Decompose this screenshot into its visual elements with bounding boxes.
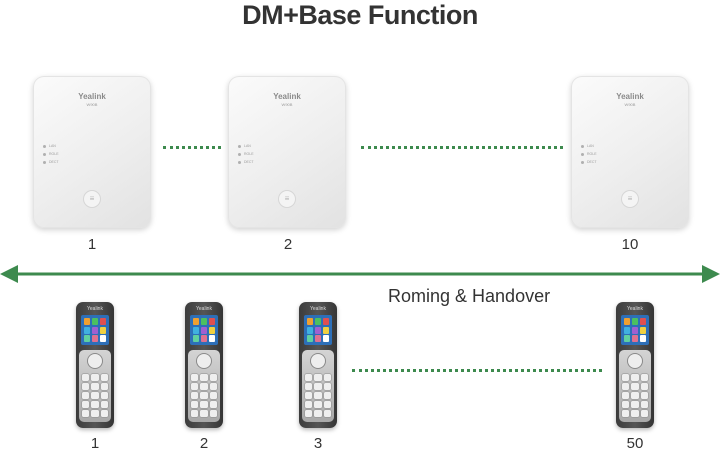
handset-keypad: [302, 350, 334, 422]
led-role: ROLE: [581, 150, 597, 158]
led-dot-icon: [43, 152, 46, 156]
nav-key-icon: [197, 354, 211, 368]
handset-label: 1: [90, 435, 100, 452]
handset-label: 3: [313, 435, 323, 452]
led-dot-icon: [581, 160, 584, 164]
handset-keypad: [79, 350, 111, 422]
handset-brand: Yealink: [310, 306, 326, 312]
led-dot-icon: [238, 160, 241, 164]
base-station-2: Yealink W90B LAN ROLE DECT ≡: [228, 76, 346, 228]
led-dot-icon: [238, 144, 241, 148]
handset-screen: [621, 315, 649, 345]
handset-brand: Yealink: [627, 306, 643, 312]
base-connector-dots: [163, 146, 221, 149]
led-dect: DECT: [238, 158, 254, 166]
menu-button-icon: ≡: [622, 191, 638, 207]
led-lan: LAN: [238, 142, 254, 150]
led-dot-icon: [238, 152, 241, 156]
base-brand: Yealink: [273, 92, 301, 101]
handset-screen: [81, 315, 109, 345]
double-headed-arrow-icon: [0, 265, 720, 283]
led-lan: LAN: [581, 142, 597, 150]
menu-button-icon: ≡: [279, 191, 295, 207]
led-role: ROLE: [238, 150, 254, 158]
base-model: W90B: [281, 102, 293, 107]
base-label: 2: [283, 236, 293, 253]
base-station-10: Yealink W90B LAN ROLE DECT ≡: [571, 76, 689, 228]
handset-brand: Yealink: [87, 306, 103, 312]
handset-keypad: [188, 350, 220, 422]
handset-screen: [304, 315, 332, 345]
page-title: DM+Base Function: [242, 0, 478, 30]
roaming-handover-caption: Roming & Handover: [388, 286, 551, 306]
led-dect: DECT: [43, 158, 59, 166]
base-connector-dots: [361, 146, 563, 149]
led-dot-icon: [581, 144, 584, 148]
handset-brand: Yealink: [196, 306, 212, 312]
base-label: 1: [87, 236, 97, 253]
handset-screen: [190, 315, 218, 345]
led-dot-icon: [581, 152, 584, 156]
handset-connector-dots: [352, 369, 602, 372]
base-station-1: Yealink W90B LAN ROLE DECT ≡: [33, 76, 151, 228]
handset-label: 50: [626, 435, 644, 452]
base-model: W90B: [624, 102, 636, 107]
led-role: ROLE: [43, 150, 59, 158]
handset-50: Yealink: [616, 302, 654, 428]
handset-2: Yealink: [185, 302, 223, 428]
menu-button-icon: ≡: [84, 191, 100, 207]
handset-keypad: [619, 350, 651, 422]
handset-label: 2: [199, 435, 209, 452]
nav-key-icon: [628, 354, 642, 368]
nav-key-icon: [88, 354, 102, 368]
base-label: 10: [621, 236, 639, 253]
base-brand: Yealink: [78, 92, 106, 101]
led-lan: LAN: [43, 142, 59, 150]
base-led-panel: LAN ROLE DECT: [581, 142, 597, 166]
nav-key-icon: [311, 354, 325, 368]
led-dot-icon: [43, 160, 46, 164]
handset-1: Yealink: [76, 302, 114, 428]
handset-3: Yealink: [299, 302, 337, 428]
base-model: W90B: [86, 102, 98, 107]
base-led-panel: LAN ROLE DECT: [238, 142, 254, 166]
led-dect: DECT: [581, 158, 597, 166]
base-led-panel: LAN ROLE DECT: [43, 142, 59, 166]
base-brand: Yealink: [616, 92, 644, 101]
led-dot-icon: [43, 144, 46, 148]
